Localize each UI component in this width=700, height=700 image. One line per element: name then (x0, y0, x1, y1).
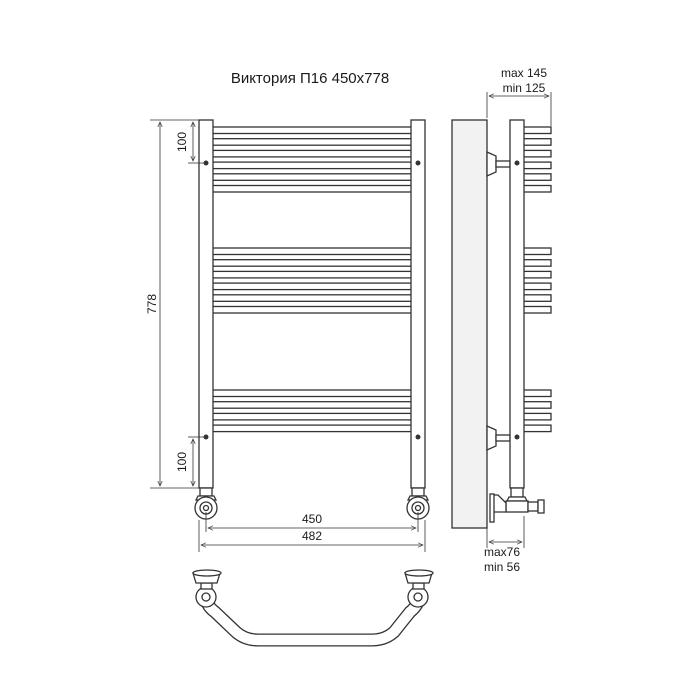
top-offset-label: 100 (175, 132, 189, 152)
radiator-bar (210, 401, 414, 409)
total-width-label: 482 (302, 529, 322, 543)
dimension-wall-gap: max76 min 56 (484, 516, 525, 574)
dimension-height: 778 (145, 119, 199, 489)
bottom-offset-label: 100 (175, 452, 189, 472)
mount-point (203, 160, 209, 166)
radiator-bar-side (521, 412, 552, 421)
radiator-bar-side (521, 401, 552, 409)
radiator-bar (210, 161, 414, 170)
radiator-bar-side (521, 270, 552, 279)
side-bars (521, 126, 552, 433)
dimension-bottom-offset: 100 (175, 436, 204, 486)
wall-min-label: min 56 (484, 560, 520, 574)
left-collector (198, 119, 214, 489)
mount-point (415, 160, 421, 166)
side-view (451, 119, 552, 529)
mounting-bracket-icon (486, 424, 511, 452)
dimension-total-width: 482 (198, 520, 426, 552)
radiator-bar (210, 305, 414, 314)
mounting-bracket-icon (486, 150, 511, 178)
radiator-bar-side (521, 282, 552, 291)
mount-point (514, 160, 520, 166)
wall (451, 119, 488, 529)
drawing-title: Виктория П16 450х778 (231, 70, 389, 87)
axis-width-label: 450 (302, 512, 322, 526)
radiator-bar-side (521, 126, 552, 135)
dimension-depth-max: max 145 min 125 (486, 66, 552, 126)
depth-max-label: max 145 (501, 66, 547, 80)
front-bars (210, 126, 414, 433)
wall-max-label: max76 (484, 545, 520, 559)
valve-icon (406, 487, 430, 520)
radiator-bar (210, 424, 414, 433)
radiator-bar (210, 412, 414, 421)
valve-icon (192, 569, 222, 608)
side-collector (509, 119, 525, 489)
dimension-axis-width: 450 (205, 512, 419, 532)
radiator-bar-side (521, 294, 552, 302)
connection-bottom-view (192, 569, 434, 647)
radiator-bar (210, 173, 414, 181)
depth-min-label: min 125 (503, 81, 546, 95)
mount-point (203, 434, 209, 440)
radiator-bar (210, 270, 414, 279)
radiator-bar (210, 389, 414, 398)
radiator-bar (210, 149, 414, 158)
radiator-bar-side (521, 173, 552, 181)
front-view (194, 119, 430, 520)
radiator-bar (210, 282, 414, 291)
radiator-bar-side (521, 138, 552, 146)
valve-icon (404, 569, 434, 608)
radiator-bar (210, 259, 414, 267)
radiator-bar-side (521, 184, 552, 193)
elbow-pipe-icon (198, 591, 427, 647)
dimension-top-offset: 100 (175, 122, 204, 164)
height-label: 778 (145, 294, 159, 314)
right-collector (410, 119, 426, 489)
radiator-bar (210, 294, 414, 302)
radiator-bar-side (521, 424, 552, 433)
radiator-bar-side (521, 389, 552, 398)
mount-point (514, 434, 520, 440)
radiator-bar-side (521, 305, 552, 314)
radiator-bar (210, 138, 414, 146)
radiator-bar (210, 126, 414, 135)
radiator-bar-side (521, 259, 552, 267)
mount-point (415, 434, 421, 440)
radiator-bar (210, 247, 414, 256)
radiator-bar-side (521, 149, 552, 158)
radiator-bar-side (521, 247, 552, 256)
radiator-bar-side (521, 161, 552, 170)
valve-icon (489, 487, 545, 523)
radiator-bar (210, 184, 414, 193)
